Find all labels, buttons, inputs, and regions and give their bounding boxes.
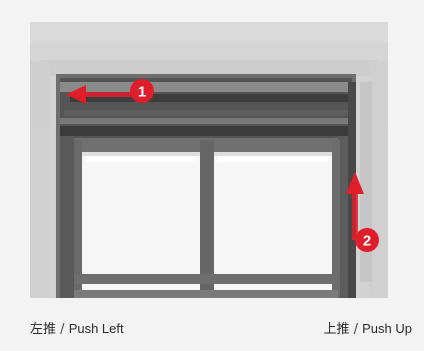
push-left-arrow: [66, 85, 134, 104]
left-rail: [60, 136, 74, 298]
window-svg: 1 2: [30, 22, 388, 298]
caption-push-left: 左推 / Push Left: [30, 320, 124, 339]
caption-left-en: Push Left: [68, 321, 124, 336]
caption-right-en: Push Up: [362, 321, 412, 336]
caption-left-zh: 左推: [30, 322, 57, 337]
push-up-arrow: [346, 172, 364, 240]
left-glass: [82, 150, 200, 290]
bottom-rail: [74, 274, 338, 284]
window-illustration: 1 2: [30, 22, 388, 298]
right-glass: [214, 150, 332, 290]
step-number-2: 2: [363, 233, 371, 250]
step-number-1: 1: [138, 84, 146, 101]
step-marker-1: 1: [130, 79, 154, 103]
caption-left-separator: /: [60, 322, 65, 337]
caption-right-separator: /: [353, 322, 358, 337]
step-marker-2: 2: [355, 228, 379, 252]
center-mullion: [200, 140, 214, 298]
caption-push-up: 上推 / Push Up: [323, 320, 412, 339]
caption-right-zh: 上推: [323, 322, 350, 337]
